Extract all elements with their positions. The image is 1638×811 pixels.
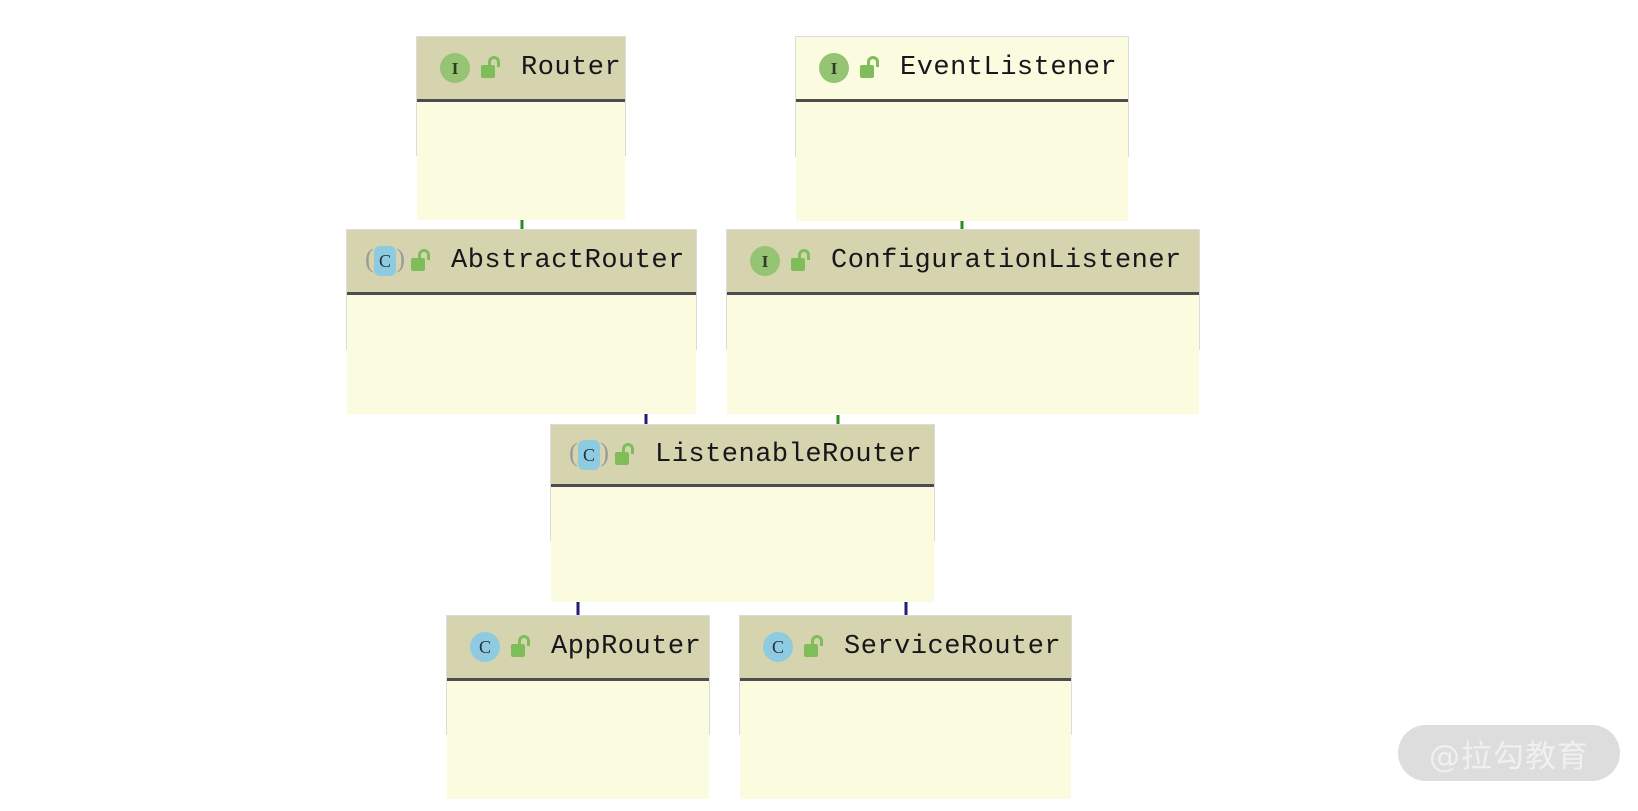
abstract-paren-left: ( [569, 437, 578, 467]
uml-node-listenablerouter[interactable]: ( C ) ListenableRouter [550, 424, 935, 602]
abstract-paren-right: ) [396, 244, 405, 273]
node-title-eventlistener: EventListener [900, 53, 1118, 83]
node-body-listenablerouter [551, 487, 934, 602]
node-header-configurationlistener: I ConfigurationListener [727, 230, 1199, 295]
class-icon: C [758, 630, 798, 664]
node-body-abstractrouter [347, 295, 696, 414]
node-header-abstractrouter: ( C ) AbstractRouter [347, 230, 696, 295]
node-body-eventlistener [796, 102, 1128, 221]
node-title-configurationlistener: ConfigurationListener [831, 246, 1182, 276]
watermark-text: @拉勾教育 [1429, 738, 1589, 775]
node-body-approuter [447, 681, 709, 799]
watermark-badge: @拉勾教育 [1398, 725, 1620, 781]
abstract-paren-left: ( [365, 244, 374, 273]
node-title-router: Router [521, 53, 622, 83]
interface-icon: I [435, 51, 475, 85]
unlocked-padlock-icon [511, 635, 533, 659]
node-header-listenablerouter: ( C ) ListenableRouter [551, 425, 934, 487]
unlocked-padlock-icon [804, 635, 826, 659]
uml-node-abstractrouter[interactable]: ( C ) AbstractRouter [346, 229, 697, 414]
uml-node-approuter[interactable]: C AppRouter [446, 615, 710, 799]
abstract-class-icon: ( C ) [569, 438, 609, 472]
unlocked-padlock-icon [791, 249, 813, 273]
abstract-paren-right: ) [600, 437, 609, 467]
uml-node-servicerouter[interactable]: C ServiceRouter [739, 615, 1072, 799]
uml-node-configurationlistener[interactable]: I ConfigurationListener [726, 229, 1200, 414]
node-header-servicerouter: C ServiceRouter [740, 616, 1071, 681]
interface-icon: I [745, 244, 785, 278]
abstract-class-icon: ( C ) [365, 244, 405, 278]
node-header-eventlistener: I EventListener [796, 37, 1128, 102]
unlocked-padlock-icon [481, 56, 503, 80]
uml-node-eventlistener[interactable]: I EventListener [795, 36, 1129, 221]
class-icon: C [465, 630, 505, 664]
node-header-approuter: C AppRouter [447, 616, 709, 681]
node-body-configurationlistener [727, 295, 1199, 414]
node-title-abstractrouter: AbstractRouter [451, 246, 685, 276]
unlocked-padlock-icon [860, 56, 882, 80]
unlocked-padlock-icon [411, 249, 433, 273]
node-header-router: I Router [417, 37, 625, 102]
unlocked-padlock-icon [615, 442, 637, 467]
node-body-router [417, 102, 625, 220]
node-title-servicerouter: ServiceRouter [844, 632, 1062, 662]
interface-icon: I [814, 51, 854, 85]
node-body-servicerouter [740, 681, 1071, 799]
node-title-listenablerouter: ListenableRouter [655, 439, 923, 470]
node-title-approuter: AppRouter [551, 632, 702, 662]
uml-node-router[interactable]: I Router [416, 36, 626, 220]
